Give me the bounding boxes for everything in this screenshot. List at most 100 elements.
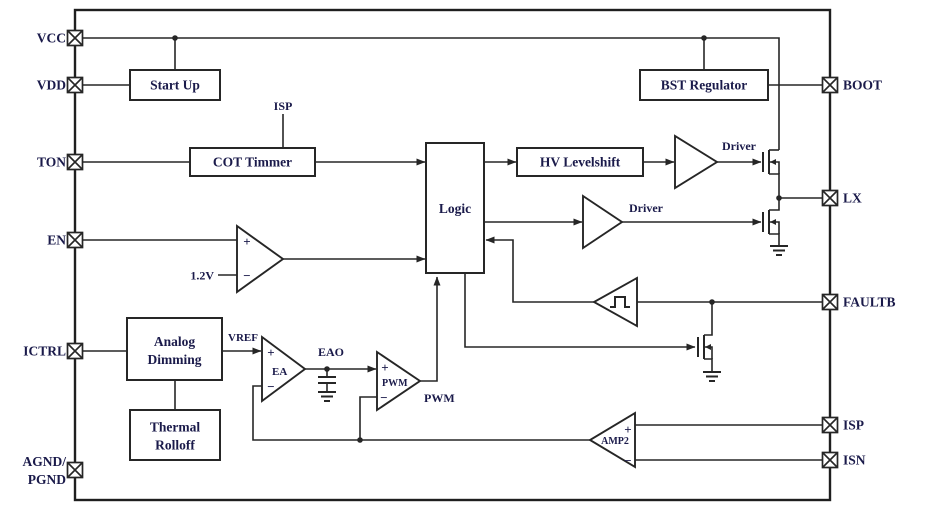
error-amp-plus: + bbox=[267, 345, 274, 360]
wire-ls-drain bbox=[769, 198, 780, 211]
error-amp-label: EA bbox=[272, 366, 287, 378]
pin-x-icon bbox=[66, 342, 84, 360]
pin-label-faultb: FAULTB bbox=[843, 295, 896, 310]
pin-label-agnd: AGND/ bbox=[23, 454, 67, 469]
wire-hs-source bbox=[769, 173, 780, 198]
fault-mosfet-body-arrow bbox=[705, 344, 711, 350]
isp-sense-label: ISP bbox=[274, 99, 293, 113]
hv-levelshift-block bbox=[516, 147, 644, 177]
hs-mosfet bbox=[762, 150, 776, 174]
pwm-output-label: PWM bbox=[424, 391, 455, 405]
pin-x-icon bbox=[821, 451, 839, 469]
bst-regulator-block bbox=[639, 69, 769, 101]
wires bbox=[83, 37, 822, 461]
wire-pwm-logic bbox=[420, 276, 441, 382]
en-ref-label: 1.2V bbox=[190, 269, 214, 283]
pin-x-icon bbox=[66, 29, 84, 47]
wire-vcc bbox=[83, 37, 780, 150]
wire-buffer-logic bbox=[485, 236, 594, 303]
pin-label-boot: BOOT bbox=[843, 78, 882, 93]
pin-ictrl bbox=[66, 342, 84, 360]
start-up-label: Start Up bbox=[150, 78, 200, 93]
pin-en bbox=[66, 231, 84, 249]
pin-faultb bbox=[821, 293, 839, 311]
pin-vdd bbox=[66, 76, 84, 94]
ground-symbol-ls bbox=[770, 245, 788, 256]
pin-lx bbox=[821, 189, 839, 207]
pin-x-icon bbox=[821, 189, 839, 207]
error-amp-triangle bbox=[261, 335, 307, 403]
pin-x-icon bbox=[821, 293, 839, 311]
pin-label-isn: ISN bbox=[843, 453, 866, 468]
amp2-minus: − bbox=[624, 453, 631, 468]
analog-dimming-label-2: Dimming bbox=[148, 352, 202, 367]
driver-high-label: Driver bbox=[722, 139, 757, 153]
pin-x-icon bbox=[66, 76, 84, 94]
pin-vcc bbox=[66, 29, 84, 47]
ground-symbol-cap bbox=[318, 391, 336, 402]
pin-ton bbox=[66, 153, 84, 171]
chip-boundary bbox=[73, 8, 832, 502]
pin-label-isp: ISP bbox=[843, 418, 864, 433]
pin-label-en: EN bbox=[47, 233, 66, 248]
pwm-plus: + bbox=[381, 360, 388, 375]
logic-label: Logic bbox=[439, 201, 471, 216]
pin-label-vdd: VDD bbox=[37, 78, 66, 93]
cot-timer-label: COT Timmer bbox=[213, 155, 292, 170]
faultb-schmitt-buffer bbox=[592, 276, 638, 328]
amp2-triangle bbox=[588, 411, 636, 469]
wire-ls-source bbox=[769, 233, 780, 246]
pin-label-vcc: VCC bbox=[37, 31, 66, 46]
en-comparator-triangle bbox=[236, 224, 285, 294]
junction-dots bbox=[172, 35, 782, 443]
driver-low-triangle bbox=[582, 194, 624, 250]
ground-symbol-fault bbox=[703, 371, 721, 382]
start-up-block bbox=[129, 69, 221, 101]
pin-x-icon bbox=[66, 231, 84, 249]
thermal-rolloff-label-2: Rolloff bbox=[155, 438, 195, 453]
thermal-rolloff-block bbox=[129, 409, 221, 461]
pwm-name-label: PWM bbox=[382, 378, 408, 389]
schmitt-hysteresis-icon bbox=[610, 296, 630, 308]
pin-label-ictrl: ICTRL bbox=[23, 344, 66, 359]
pin-label-ton: TON bbox=[37, 155, 66, 170]
compensation-capacitor bbox=[318, 376, 336, 392]
analog-dimming-block bbox=[126, 317, 223, 381]
error-amp-minus: − bbox=[267, 379, 274, 394]
pwm-minus: − bbox=[380, 390, 387, 405]
vref-label: VREF bbox=[228, 332, 258, 344]
cot-timer-block bbox=[189, 147, 316, 177]
amp2-plus: + bbox=[624, 422, 631, 437]
pin-boot bbox=[821, 76, 839, 94]
wire-faultfet-drain bbox=[704, 302, 713, 336]
bst-regulator-label: BST Regulator bbox=[661, 78, 747, 93]
pin-label-lx: LX bbox=[843, 191, 862, 206]
pin-isp bbox=[821, 416, 839, 434]
pin-x-icon bbox=[66, 153, 84, 171]
pin-agnd-pgnd bbox=[66, 461, 84, 479]
pin-x-icon bbox=[821, 416, 839, 434]
wire-pwm-minus bbox=[359, 396, 377, 440]
eao-label: EAO bbox=[318, 345, 344, 359]
en-comparator-plus: + bbox=[243, 234, 250, 249]
driver-high-triangle bbox=[674, 134, 719, 190]
amp2-label: AMP2 bbox=[601, 436, 629, 447]
pwm-comparator-triangle bbox=[376, 350, 422, 412]
wire-feedback bbox=[252, 385, 590, 441]
thermal-rolloff-label-1: Thermal bbox=[150, 420, 200, 435]
wire-logic-faultfet-gate bbox=[464, 273, 696, 351]
fault-mosfet bbox=[697, 335, 711, 359]
logic-block bbox=[425, 142, 485, 274]
hv-levelshift-label: HV Levelshift bbox=[540, 155, 621, 170]
hs-mosfet-body-arrow bbox=[770, 159, 776, 165]
pin-x-icon bbox=[821, 76, 839, 94]
driver-low-label: Driver bbox=[629, 201, 664, 215]
pin-label-pgnd: PGND bbox=[28, 472, 66, 487]
pin-isn bbox=[821, 451, 839, 469]
analog-dimming-label-1: Analog bbox=[154, 334, 196, 349]
wire-faultfet-source bbox=[704, 358, 713, 372]
en-comparator-minus: − bbox=[243, 268, 250, 283]
ls-mosfet bbox=[762, 210, 776, 234]
